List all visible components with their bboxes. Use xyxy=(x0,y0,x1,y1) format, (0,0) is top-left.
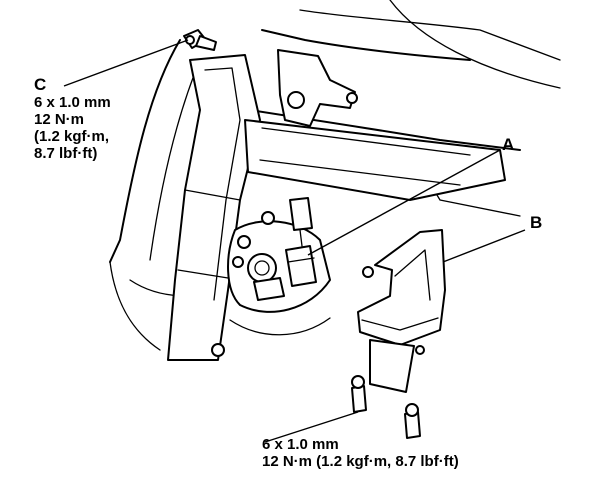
crossmember xyxy=(244,119,506,201)
bolt-c-size: 6 x 1.0 mm xyxy=(34,94,111,111)
upper-bracket xyxy=(277,49,358,127)
cover-b xyxy=(357,229,446,393)
engine-block-outline xyxy=(109,0,561,351)
bolt-c-torque-nm: 12 N·m xyxy=(34,111,85,128)
bolt-c-spec: 6 x 1.0 mm 12 N·m (1.2 kgf·m, 8.7 lbf·ft… xyxy=(34,94,111,162)
lower-casing xyxy=(211,211,331,357)
callout-label-b: B xyxy=(530,213,543,232)
leader-line-a xyxy=(307,149,501,256)
callout-label-a: A xyxy=(502,135,515,154)
bolt-c xyxy=(183,29,217,51)
bolt-c-torque-lbf: 8.7 lbf·ft) xyxy=(34,145,98,162)
frame-member xyxy=(167,54,261,361)
lower-bolts-size: 6 x 1.0 mm xyxy=(262,436,339,453)
leader-line-b xyxy=(442,229,526,263)
lower-bolts-spec: 6 x 1.0 mm 12 N·m (1.2 kgf·m, 8.7 lbf·ft… xyxy=(262,436,459,470)
callout-label-c: C xyxy=(34,75,47,94)
bolt-c-torque-kgf: (1.2 kgf·m, xyxy=(34,128,110,145)
leader-line-c xyxy=(63,39,189,87)
lower-bolt-right xyxy=(404,403,421,439)
sensor-a xyxy=(285,197,317,287)
lower-bolt-left xyxy=(351,375,367,413)
lower-bolts-torque: 12 N·m (1.2 kgf·m, 8.7 lbf·ft) xyxy=(262,453,459,470)
leader-line-lower xyxy=(264,411,359,443)
